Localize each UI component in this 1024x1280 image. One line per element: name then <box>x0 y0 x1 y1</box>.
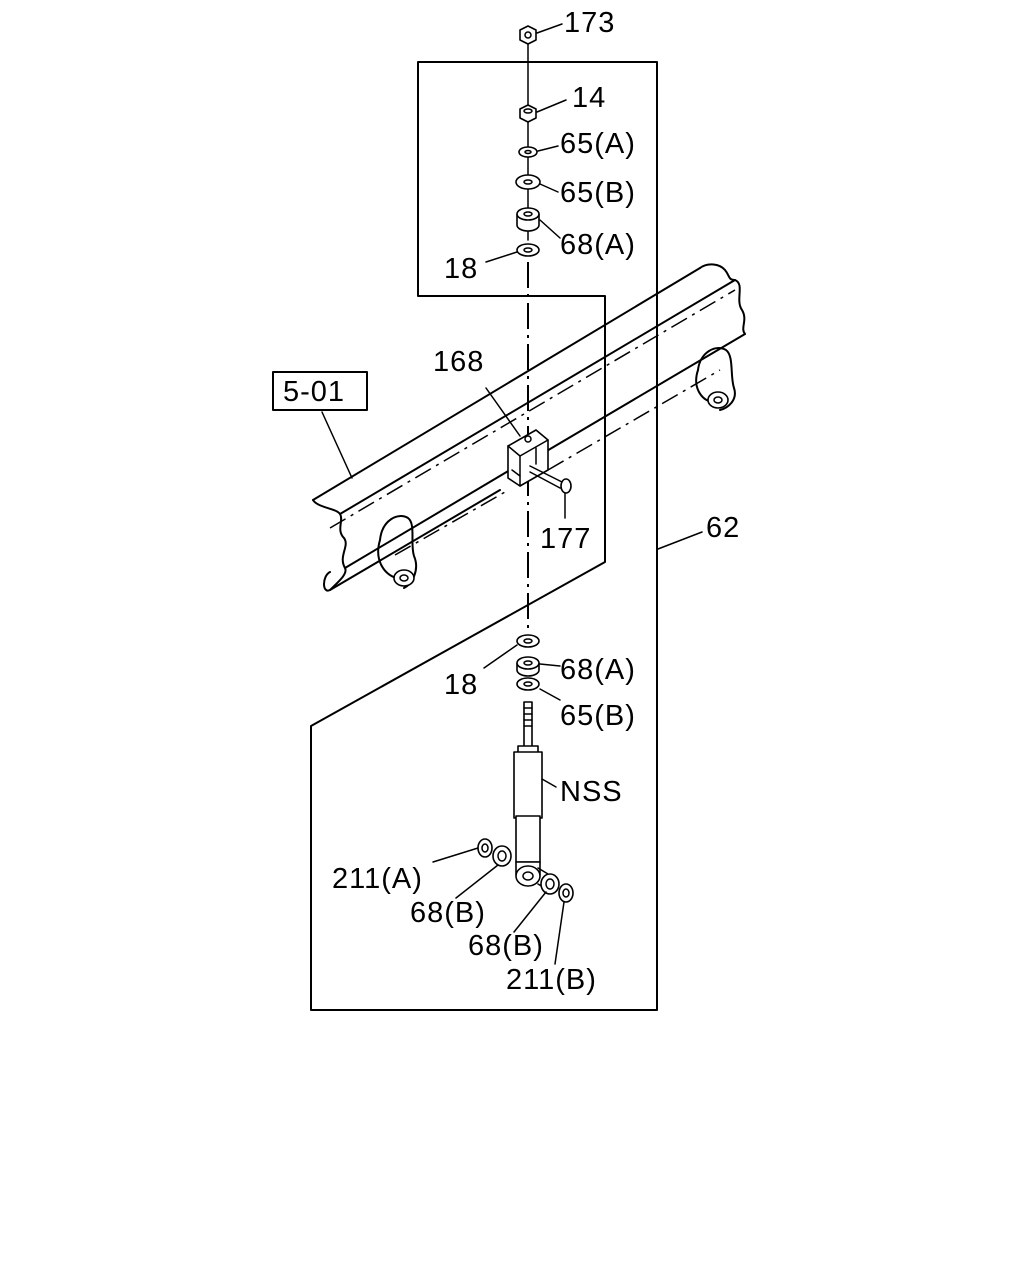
bushing-68b-right <box>540 873 560 895</box>
callout-65b-top: 65(B) <box>560 177 636 209</box>
leader-lines <box>321 23 703 965</box>
callout-labels: 173 14 65(A) 65(B) 68(A) 18 168 5-01 177… <box>283 7 740 996</box>
frame-rail <box>312 263 746 592</box>
callout-18-bottom: 18 <box>444 669 478 701</box>
callout-168: 168 <box>433 346 484 378</box>
shock-absorber <box>513 701 549 891</box>
callout-173: 173 <box>564 7 615 39</box>
callout-68a-top: 68(A) <box>560 229 636 261</box>
callout-65a-top: 65(A) <box>560 128 636 160</box>
nut-14 <box>519 104 537 123</box>
callout-68a-bottom: 68(A) <box>560 654 636 686</box>
washer-211a <box>477 838 493 858</box>
nut-173 <box>519 25 537 45</box>
bracket-168 <box>507 429 549 487</box>
callout-177: 177 <box>540 523 591 555</box>
washer-65b-top <box>515 174 541 190</box>
callout-211a: 211(A) <box>332 863 423 895</box>
callout-18-top: 18 <box>444 253 478 285</box>
callout-68b-right: 68(B) <box>468 930 544 962</box>
bushing-68a-top <box>516 207 540 232</box>
callout-65b-bottom: 65(B) <box>560 700 636 732</box>
kit-boundary <box>310 61 658 1011</box>
washer-18-bottom <box>516 634 540 648</box>
washer-211b <box>558 883 574 903</box>
washer-65b-bottom <box>516 677 540 691</box>
callout-211b: 211(B) <box>506 964 597 996</box>
bushing-68a-bottom <box>516 656 540 677</box>
washer-65a-top <box>518 146 538 158</box>
callout-68b-left: 68(B) <box>410 897 486 929</box>
washer-18-top <box>516 243 540 257</box>
callout-nss: NSS <box>560 776 623 808</box>
bolt-177 <box>529 465 572 494</box>
callout-62: 62 <box>706 512 740 544</box>
section-ref-box <box>272 371 368 411</box>
bushing-68b-left <box>492 845 512 867</box>
callout-14: 14 <box>572 82 606 114</box>
callout-5-01: 5-01 <box>283 376 345 408</box>
